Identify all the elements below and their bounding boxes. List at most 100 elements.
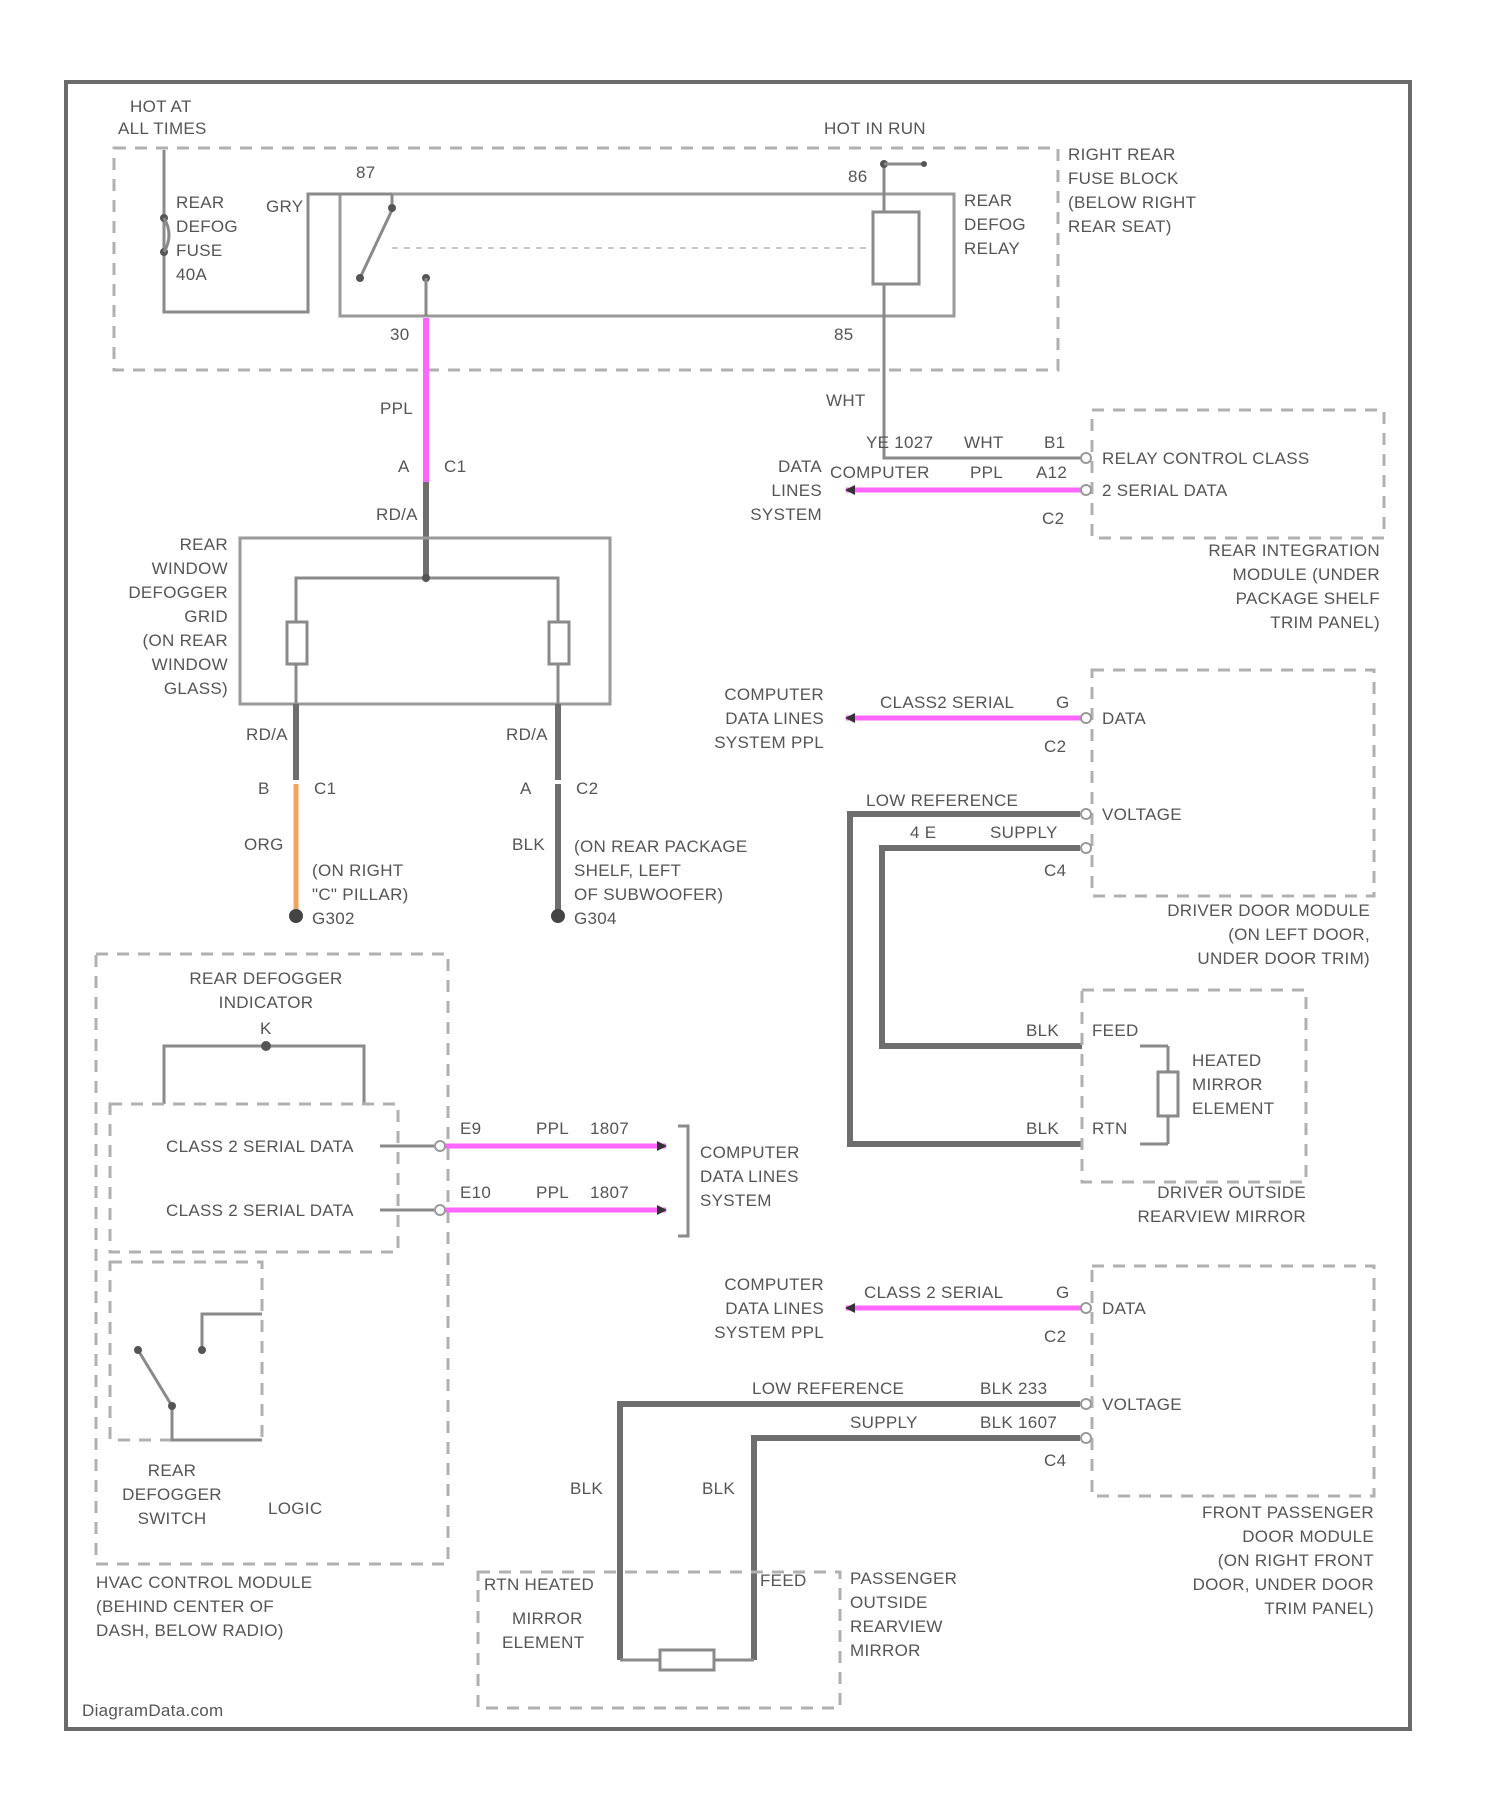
fpdm-line-4: DOOR, UNDER DOOR [1193,1575,1374,1594]
rear-defog-relay-box [340,194,954,316]
fpdm-connector-c4: C4 [1044,1451,1066,1470]
fpdm-blk-wire-label-1: BLK [570,1479,603,1498]
rim-outline [1092,410,1384,538]
fpdm-low-reference: LOW REFERENCE [752,1379,904,1398]
fuse-block-line-4: REAR SEAT) [1068,217,1172,236]
rear-defogger-indicator-label: REAR DEFOGGER INDICATOR [189,969,342,1012]
rear-defog-fuse-label: REAR DEFOG FUSE 40A [176,193,238,284]
fpdm-line-2: DOOR MODULE [1242,1527,1374,1546]
fpdm-voltage: VOLTAGE [1102,1395,1182,1414]
fpdm-pin-g: G [1056,1283,1070,1302]
g304-line-4: G304 [574,909,617,928]
fpdm-module-label: FRONT PASSENGER DOOR MODULE (ON RIGHT FR… [1193,1503,1374,1618]
connector-a-c1-id: C1 [444,457,466,476]
pass-mirror-line-3: REARVIEW [850,1617,943,1636]
rim-data-line-3: SYSTEM [750,505,822,524]
grid-label-line-5: (ON REAR [142,631,228,650]
rim-module-label: REAR INTEGRATION MODULE (UNDER PACKAGE S… [1208,541,1380,632]
grid-label-line-4: GRID [184,607,228,626]
switch-line-3: SWITCH [138,1509,207,1528]
hvac-switch-box [110,1262,262,1440]
hot-in-run-label: HOT IN RUN [824,119,926,138]
connector-a-c2-id: C2 [576,779,598,798]
ddm-cdls-line-2: DATA LINES [725,709,824,728]
hot-at-all-times-line-2: ALL TIMES [118,119,207,138]
rim-computer-label: COMPUTER [830,463,930,482]
fpdm-pin-blk-1607: BLK 1607 [980,1413,1057,1432]
grid-element-left [296,578,426,704]
rd-wire-label-1: RD/A [376,505,418,524]
driver-mirror-line-1: DRIVER OUTSIDE [1157,1183,1306,1202]
hot-at-all-times-label: HOT AT ALL TIMES [118,97,207,138]
relay-label-line-3: RELAY [964,239,1020,258]
rear-defogger-switch-label: REAR DEFOGGER SWITCH [122,1461,222,1528]
hvac-class2-serial-data-2: CLASS 2 SERIAL DATA [166,1201,354,1220]
ddm-data-label: DATA [1102,709,1146,728]
hvac-cdls-label: COMPUTER DATA LINES SYSTEM [700,1143,800,1210]
pass-element-line-3: ELEMENT [502,1633,584,1652]
ddm-supply: SUPPLY [990,823,1058,842]
pass-element-line-2: MIRROR [512,1609,583,1628]
rim-wire-color: WHT [964,433,1004,452]
right-rear-fuse-block-label: RIGHT REAR FUSE BLOCK (BELOW RIGHT REAR … [1068,145,1196,236]
gry-wire-label: GRY [266,197,303,216]
rim-data-lines-label: DATA LINES SYSTEM [750,457,822,524]
g302-line-3: G302 [312,909,355,928]
pass-mirror-line-2: OUTSIDE [850,1593,928,1612]
fpdm-cdls-line-3: SYSTEM PPL [714,1323,824,1342]
grid-label-line-3: DEFOGGER [128,583,228,602]
relay-control-class-line-2: 2 SERIAL DATA [1102,481,1228,500]
rim-line-1: REAR INTEGRATION [1208,541,1380,560]
watermark: DiagramData.com [82,1701,224,1720]
pass-element-line-1: RTN HEATED [484,1575,594,1594]
passenger-mirror-element-label: RTN HEATED MIRROR ELEMENT [484,1575,594,1652]
hvac-circuit-2: 1807 [590,1183,629,1202]
ddm-blk-rtn-label: BLK [1026,1119,1059,1138]
g304-ground-label: (ON REAR PACKAGE SHELF, LEFT OF SUBWOOFE… [574,837,748,928]
relay-label-line-1: REAR [964,191,1012,210]
ddm-pin-g: G [1056,693,1070,712]
fpdm-cdls-label: COMPUTER DATA LINES SYSTEM PPL [714,1275,824,1342]
hvac-circuit-1: 1807 [590,1119,629,1138]
hvac-cdls-line-3: SYSTEM [700,1191,772,1210]
hot-at-all-times-line-1: HOT AT [130,97,192,116]
pin-30-label: 30 [390,325,410,344]
ground-g302 [289,909,303,923]
hvac-module-line-3: DASH, BELOW RADIO) [96,1621,284,1640]
connector-b-c1-pin: B [258,779,270,798]
g302-ground-label: (ON RIGHT "C" PILLAR) G302 [312,861,409,928]
relay-control-class-line-1: RELAY CONTROL CLASS [1102,449,1310,468]
driver-mirror-feed: FEED [1092,1021,1139,1040]
pin-85-label: 85 [834,325,854,344]
fuse-label-line-1: REAR [176,193,224,212]
indicator-loop [164,1046,364,1104]
ddm-line-1: DRIVER DOOR MODULE [1167,901,1370,920]
ddm-line-3: UNDER DOOR TRIM) [1197,949,1370,968]
rim-line-3: PACKAGE SHELF [1236,589,1380,608]
fpdm-blk-wire-label-2: BLK [702,1479,735,1498]
driver-outside-mirror-label: DRIVER OUTSIDE REARVIEW MIRROR [1137,1183,1306,1226]
fpdm-supply: SUPPLY [850,1413,918,1432]
rim-wire-pin: B1 [1044,433,1065,452]
g302-line-1: (ON RIGHT [312,861,403,880]
org-wire-label: ORG [244,835,284,854]
rim-pin-a12: A12 [1036,463,1067,482]
cdls-bracket [678,1126,688,1236]
hvac-ppl-2: PPL [536,1183,569,1202]
ddm-module-label: DRIVER DOOR MODULE (ON LEFT DOOR, UNDER … [1167,901,1370,968]
relay-label-line-2: DEFOG [964,215,1026,234]
grid-label-line-6: WINDOW [152,655,228,674]
rd-wire-label-2: RD/A [246,725,288,744]
hvac-module-line-1: HVAC CONTROL MODULE [96,1573,312,1592]
hvac-logic-label: LOGIC [268,1499,322,1518]
indicator-line-2: INDICATOR [219,993,314,1012]
ddm-blk-feed-label: BLK [1026,1021,1059,1040]
fpdm-data-label: DATA [1102,1299,1146,1318]
hvac-cdls-line-1: COMPUTER [700,1143,800,1162]
fpdm-line-1: FRONT PASSENGER [1202,1503,1374,1522]
fuse-label-line-3: FUSE [176,241,223,260]
hvac-logic-box [110,1104,398,1252]
hvac-module-line-2: (BEHIND CENTER OF [96,1597,274,1616]
fuse-label-line-2: DEFOG [176,217,238,236]
fpdm-connector-c2: C2 [1044,1327,1066,1346]
